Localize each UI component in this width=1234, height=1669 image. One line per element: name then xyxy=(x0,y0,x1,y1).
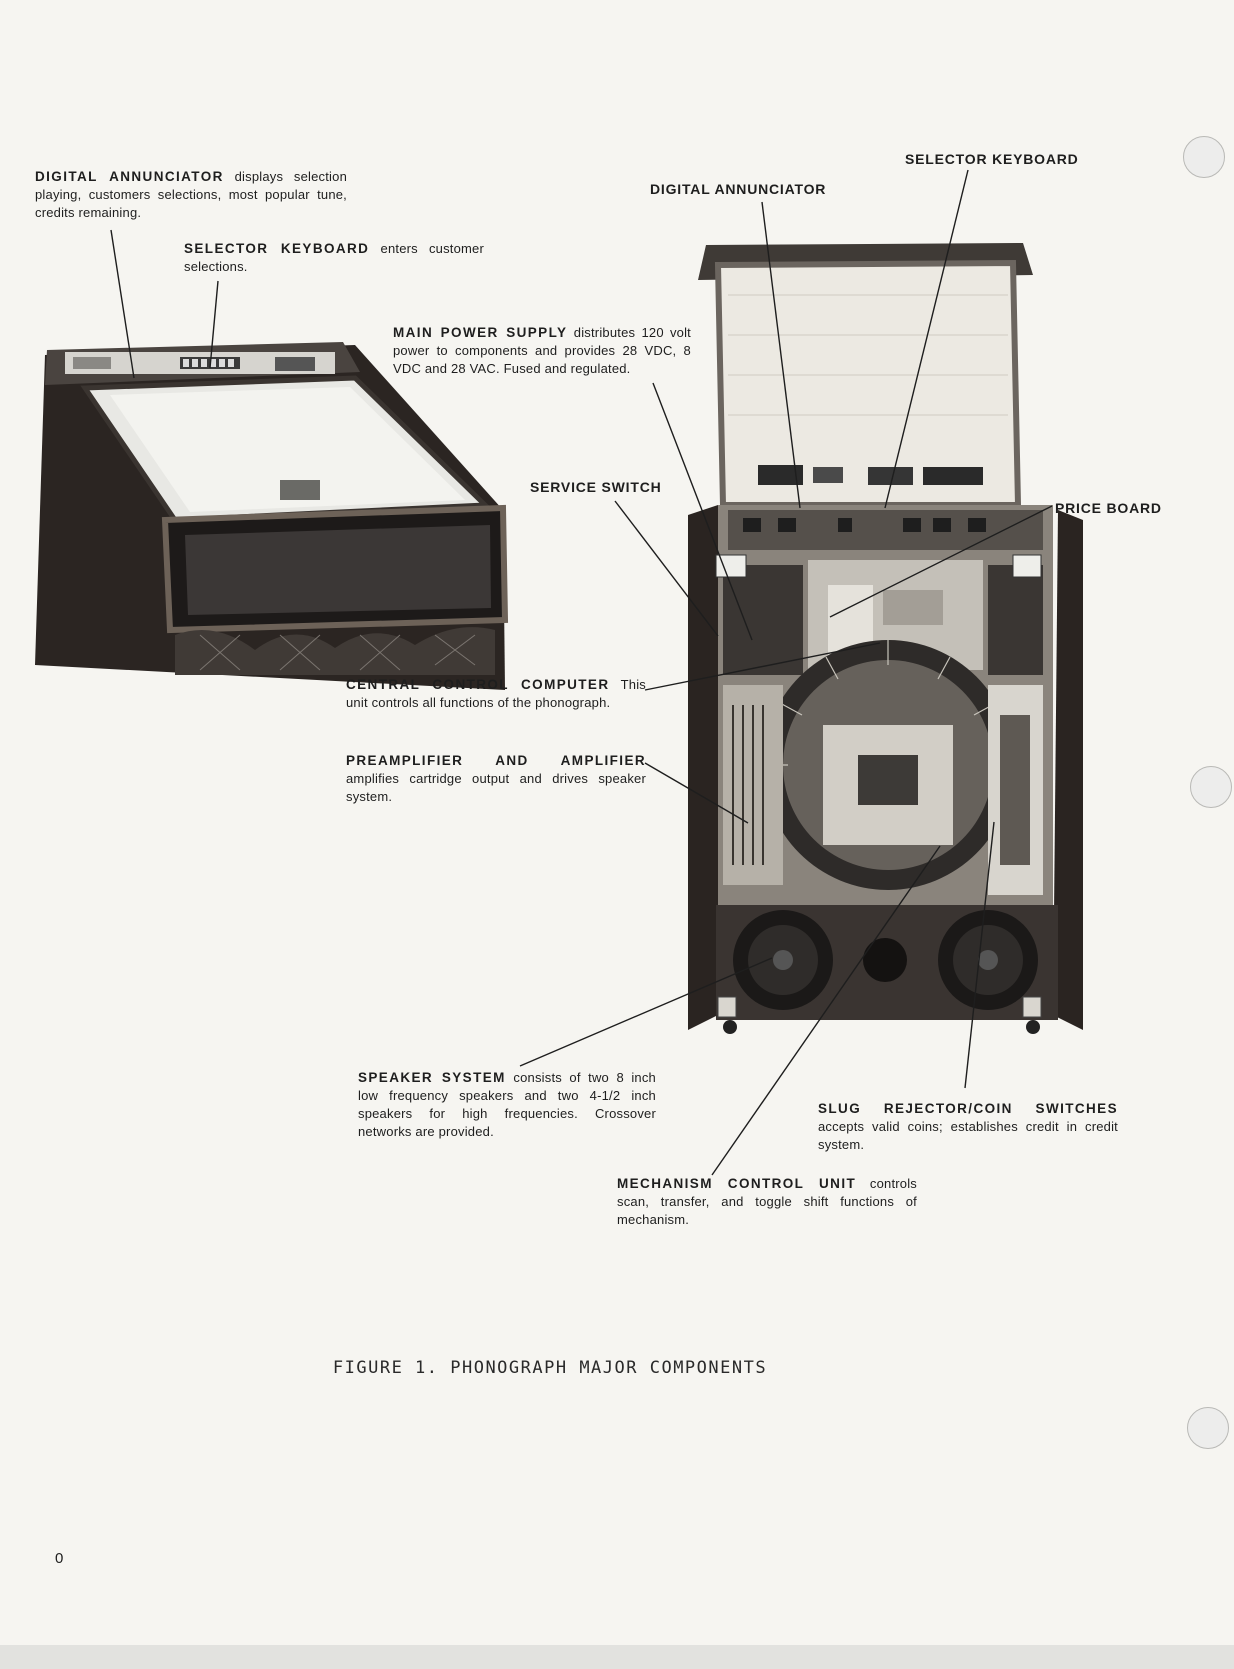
label-speaker-system: SPEAKER SYSTEM consists of two 8 inch lo… xyxy=(358,1069,656,1141)
label-preamplifier-amplifier: PREAMPLIFIER AND AMPLIFIER amplifies car… xyxy=(346,752,646,806)
label-head: MAIN POWER SUPPLY xyxy=(393,325,568,340)
binder-hole-top xyxy=(1183,136,1225,178)
label-body: controls scan, transfer, and toggle shif… xyxy=(617,1176,918,1227)
label-mechanism-control-unit: MECHANISM CONTROL UNIT controls scan, tr… xyxy=(617,1175,917,1229)
label-central-control-computer: CENTRAL CONTROL COMPUTER This unit contr… xyxy=(346,676,646,712)
binder-hole-middle xyxy=(1190,766,1232,808)
label-body: accepts valid coins; establishes credit … xyxy=(818,1119,1118,1152)
label-main-power-supply: MAIN POWER SUPPLY distributes 120 volt p… xyxy=(393,324,691,378)
label-head: CENTRAL CONTROL COMPUTER xyxy=(346,677,610,692)
label-body: This unit controls all functions of the … xyxy=(346,677,646,710)
label-head: SLUG REJECTOR/COIN SWITCHES xyxy=(818,1101,1118,1116)
label-digital-annunciator: DIGITAL ANNUNCIATOR displays selection p… xyxy=(35,168,347,222)
label-body: enters customer selections. xyxy=(184,241,485,274)
label-body: amplifies cartridge output and drives sp… xyxy=(346,771,646,804)
label-body: distributes 120 volt power to components… xyxy=(393,325,691,376)
scan-bottom-edge xyxy=(0,1645,1234,1669)
label-head: DIGITAL ANNUNCIATOR xyxy=(35,169,224,184)
label-head: SELECTOR KEYBOARD xyxy=(184,241,370,256)
label-head: SPEAKER SYSTEM xyxy=(358,1070,506,1085)
label-digital-annunciator-right: DIGITAL ANNUNCIATOR xyxy=(650,181,827,197)
label-head: PREAMPLIFIER AND AMPLIFIER xyxy=(346,753,646,768)
label-body: consists of two 8 inch low frequency spe… xyxy=(358,1070,656,1139)
label-head: MECHANISM CONTROL UNIT xyxy=(617,1176,857,1191)
label-body: displays selection playing, customers se… xyxy=(35,169,347,220)
jukebox-open-photo xyxy=(688,243,1083,1034)
page-number: 0 xyxy=(55,1550,64,1567)
label-price-board: PRICE BOARD xyxy=(1055,500,1162,516)
label-selector-keyboard: SELECTOR KEYBOARD enters customer select… xyxy=(184,240,484,276)
binder-hole-bottom xyxy=(1187,1407,1229,1449)
label-selector-keyboard-right: SELECTOR KEYBOARD xyxy=(905,151,1079,167)
label-service-switch: SERVICE SWITCH xyxy=(530,479,662,495)
figure-caption: FIGURE 1. PHONOGRAPH MAJOR COMPONENTS xyxy=(332,1358,768,1378)
label-slug-rejector: SLUG REJECTOR/COIN SWITCHES accepts vali… xyxy=(818,1100,1118,1154)
